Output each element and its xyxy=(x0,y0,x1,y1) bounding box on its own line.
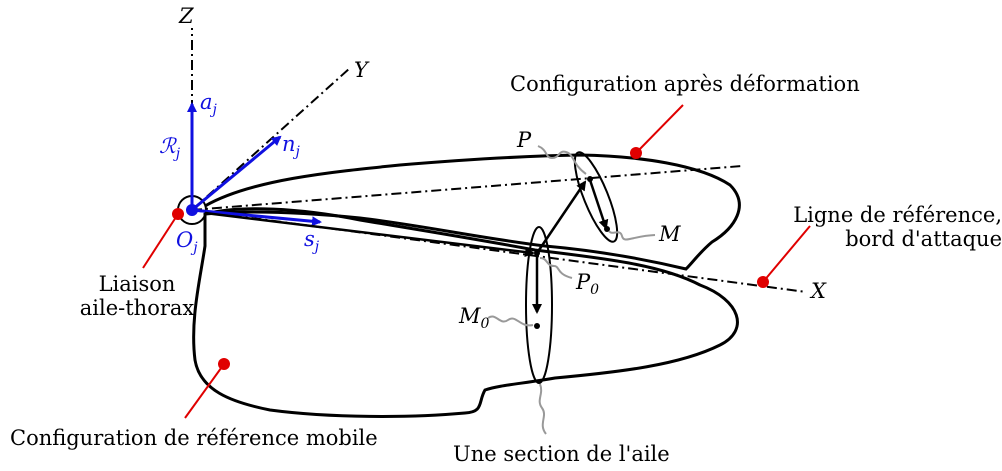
section-deformed xyxy=(573,151,619,243)
x-axis-label: X xyxy=(811,279,826,303)
arrow-p-to-m xyxy=(588,179,609,230)
origin-point xyxy=(186,204,198,216)
marker-config-deformed xyxy=(630,147,642,159)
vector-a-label: aj xyxy=(200,90,217,118)
point-m0-label: M0 xyxy=(459,304,490,332)
vector-n-label: nj xyxy=(282,132,300,160)
frame-r-label: ℛj xyxy=(159,134,181,162)
point-p-label: P xyxy=(517,128,532,152)
point-m-label: M xyxy=(659,222,681,246)
leader-hinge xyxy=(142,213,179,269)
leader-squiggle-section xyxy=(538,383,547,435)
point-p xyxy=(587,176,593,182)
marker-reference-line xyxy=(757,276,769,288)
leader-reference-line xyxy=(762,225,811,283)
arrow-origin-to-p0 xyxy=(204,211,535,257)
section-reference xyxy=(525,226,553,384)
arrow-p0-to-p xyxy=(535,180,587,254)
origin-o-label: Oj xyxy=(176,228,198,256)
leader-squiggle-m0 xyxy=(487,315,534,327)
z-axis-label: Z xyxy=(179,4,194,28)
wing-deformed-outline xyxy=(204,153,741,271)
point-p0 xyxy=(534,250,540,256)
leader-squiggle-p0 xyxy=(539,257,573,279)
vector-s-label: sj xyxy=(304,227,320,255)
leader-squiggle-p xyxy=(537,145,587,175)
y-axis-label: Y xyxy=(354,58,368,82)
marker-hinge xyxy=(172,208,184,220)
config-deformed-label: Configuration après déformation xyxy=(510,72,860,96)
deformed-reference-line xyxy=(191,165,743,211)
reference-line-label-line2: bord d'attaque xyxy=(845,227,1002,251)
leader-config-deformed xyxy=(635,104,684,154)
marker-config-ref xyxy=(218,358,230,370)
leader-config-ref xyxy=(184,363,225,419)
wing-reference-outline xyxy=(192,207,739,418)
point-m xyxy=(604,226,610,232)
hinge-label: Liaison aile-thorax xyxy=(72,272,202,320)
leader-squiggle-m xyxy=(608,230,656,241)
hinge-label-line1: Liaison xyxy=(98,272,176,296)
vector-n xyxy=(191,135,282,212)
config-ref-label: Configuration de référence mobile xyxy=(10,426,378,450)
vector-s xyxy=(191,208,322,227)
reference-line-label-line1: Ligne de référence, xyxy=(793,203,1002,227)
point-m0 xyxy=(534,323,540,329)
reference-line-label: Ligne de référence, bord d'attaque xyxy=(792,203,1002,251)
point-p0-label: P0 xyxy=(576,270,600,298)
hinge-label-line2: aile-thorax xyxy=(79,296,195,320)
section-label: Une section de l'aile xyxy=(453,442,670,466)
